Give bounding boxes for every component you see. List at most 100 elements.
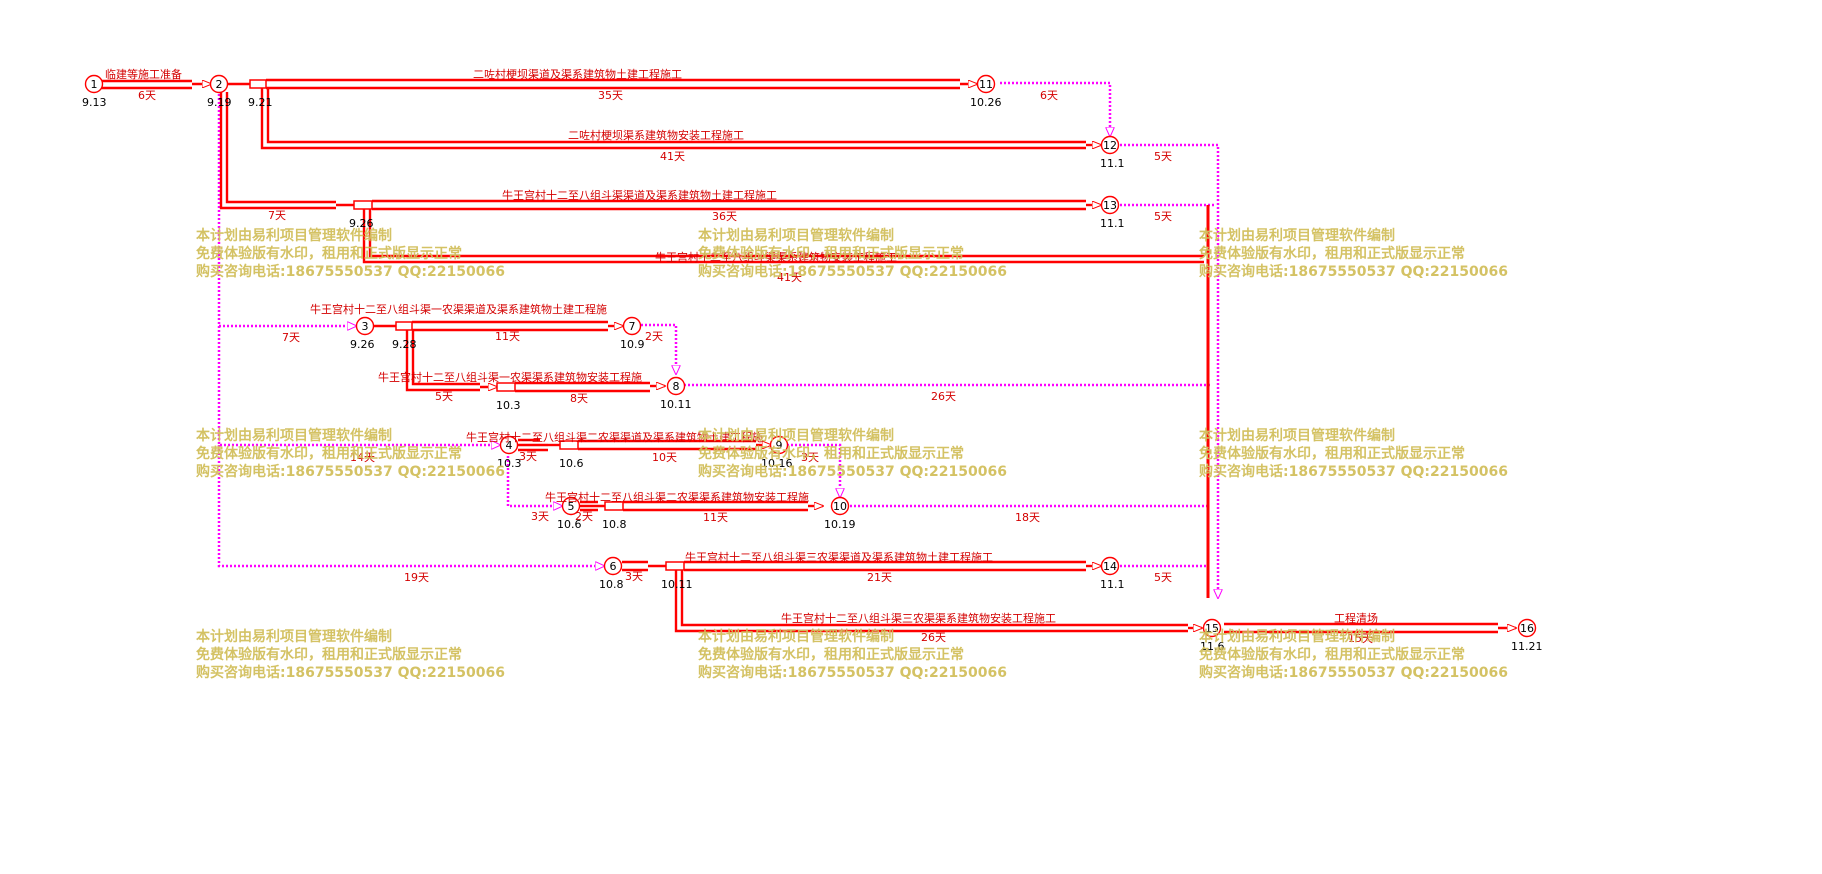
watermark-line1: 本计划由易利项目管理软件编制 bbox=[196, 628, 392, 645]
dummy-link-2-6 bbox=[217, 445, 604, 566]
labels: 临建等施工准备6天二咗村梗坝渠道及渠系建筑物土建工程施工35天二咗村梗坝渠系建筑… bbox=[105, 67, 1378, 645]
watermark-line2: 免费体验版有水印，租用和正式版显示正常 bbox=[698, 445, 964, 462]
watermark-line3: 购买咨询电话:18675550537 QQ:22150066 bbox=[698, 463, 1007, 480]
task-duration: 10天 bbox=[652, 451, 677, 464]
task-label-2-4: 14天 bbox=[350, 451, 375, 464]
watermark-line1: 本计划由易利项目管理软件编制 bbox=[698, 628, 894, 645]
watermark-block: 本计划由易利项目管理软件编制免费体验版有水印，租用和正式版显示正常购买咨询电话:… bbox=[1199, 628, 1508, 681]
watermark-line3: 购买咨询电话:18675550537 QQ:22150066 bbox=[698, 263, 1007, 280]
dummy-link-9-10 bbox=[787, 443, 840, 497]
node-n106[interactable]: 10.6 bbox=[559, 457, 584, 470]
task-label-n328-n103: 5天 bbox=[435, 390, 453, 403]
task-duration: 7天 bbox=[268, 209, 286, 222]
node-8[interactable]: 810.11 bbox=[660, 376, 692, 412]
watermark-block: 本计划由易利项目管理软件编制免费体验版有水印，租用和正式版显示正常购买咨询电话:… bbox=[196, 227, 505, 280]
watermark-line3: 购买咨询电话:18675550537 QQ:22150066 bbox=[196, 263, 505, 280]
task-name: 牛王宫村十二至八组斗渠渠道及渠系建筑物土建工程施工 bbox=[502, 188, 777, 202]
task-label-6-n1011: 3天 bbox=[625, 570, 643, 583]
task-label-2-n226: 7天 bbox=[268, 209, 286, 222]
task-duration: 3天 bbox=[801, 451, 819, 464]
node-n1011[interactable]: 10.11 bbox=[661, 578, 693, 591]
task-label-12-15: 5天 bbox=[1154, 150, 1172, 163]
node-n108[interactable]: 10.8 bbox=[602, 518, 627, 531]
watermark-line1: 本计划由易利项目管理软件编制 bbox=[196, 427, 392, 444]
task-duration: 8天 bbox=[570, 392, 588, 405]
watermark-line1: 本计划由易利项目管理软件编制 bbox=[698, 227, 894, 244]
node-date: 10.26 bbox=[970, 96, 1002, 109]
node-date: 9.28 bbox=[392, 338, 417, 351]
node-n328[interactable]: 9.28 bbox=[392, 338, 417, 351]
watermark-block: 本计划由易利项目管理软件编制免费体验版有水印，租用和正式版显示正常购买咨询电话:… bbox=[1199, 427, 1508, 480]
node-4[interactable]: 410.3 bbox=[497, 435, 522, 471]
task-duration: 5天 bbox=[1154, 150, 1172, 163]
watermark-block: 本计划由易利项目管理软件编制免费体验版有水印，租用和正式版显示正常购买咨询电话:… bbox=[698, 227, 1007, 280]
task-2-n226 bbox=[219, 92, 336, 210]
task-n226-13 bbox=[372, 199, 1086, 211]
watermark-line2: 免费体验版有水印，租用和正式版显示正常 bbox=[1199, 245, 1465, 262]
task-duration: 21天 bbox=[867, 571, 892, 584]
task-duration: 5天 bbox=[435, 390, 453, 403]
node-n221[interactable]: 9.21 bbox=[248, 96, 273, 109]
node-number: 6 bbox=[610, 560, 617, 573]
task-n103-8 bbox=[515, 381, 650, 393]
node-6[interactable]: 610.8 bbox=[599, 556, 624, 592]
task-label-14-15: 5天 bbox=[1154, 571, 1172, 584]
node-date: 11.1 bbox=[1100, 217, 1125, 230]
node-date: 10.9 bbox=[620, 338, 645, 351]
task-name: 二咗村梗坝渠系建筑物安装工程施工 bbox=[568, 128, 744, 142]
watermark-line2: 免费体验版有水印，租用和正式版显示正常 bbox=[698, 245, 964, 262]
dummy-link-11-12 bbox=[1000, 81, 1110, 136]
node-9[interactable]: 910.16 bbox=[761, 435, 793, 471]
node-1[interactable]: 19.13 bbox=[82, 74, 107, 110]
task-name: 牛王宫村十二至八组斗渠三农渠渠道及渠系建筑物土建工程施工 bbox=[685, 550, 993, 564]
node-number: 12 bbox=[1103, 139, 1117, 152]
task-label-2-3: 7天 bbox=[282, 331, 300, 344]
task-name: 牛王宫村十二至八组斗渠二农渠渠道及渠系建筑物土建工程施 bbox=[466, 430, 763, 444]
task-n328-7 bbox=[412, 320, 608, 332]
task-n221-11 bbox=[266, 78, 960, 90]
task-duration: 3天 bbox=[625, 570, 643, 583]
node-number: 7 bbox=[629, 320, 636, 333]
node-date: 10.3 bbox=[497, 457, 522, 470]
node-7[interactable]: 710.9 bbox=[620, 316, 645, 352]
task-duration: 11天 bbox=[495, 330, 520, 343]
node-n226[interactable]: 9.26 bbox=[349, 217, 374, 230]
watermark-line1: 本计划由易利项目管理软件编制 bbox=[1199, 227, 1395, 244]
task-label-10-15: 18天 bbox=[1015, 511, 1040, 524]
watermark-block: 本计划由易利项目管理软件编制免费体验版有水印，租用和正式版显示正常购买咨询电话:… bbox=[196, 628, 505, 681]
task-duration: 2天 bbox=[575, 510, 593, 523]
task-name: 牛王宫村十二至八组斗渠三农渠渠系建筑物安装工程施工 bbox=[781, 611, 1056, 625]
watermark-line3: 购买咨询电话:18675550537 QQ:22150066 bbox=[1199, 263, 1508, 280]
node-number: 10 bbox=[833, 500, 847, 513]
node-5[interactable]: 510.6 bbox=[557, 496, 582, 532]
node-3[interactable]: 39.26 bbox=[350, 316, 375, 352]
watermarks: 本计划由易利项目管理软件编制免费体验版有水印，租用和正式版显示正常购买咨询电话:… bbox=[196, 227, 1508, 681]
node-2[interactable]: 29.19 bbox=[207, 74, 232, 110]
task-label-5-n108: 2天 bbox=[575, 510, 593, 523]
watermark-line1: 本计划由易利项目管理软件编制 bbox=[1199, 628, 1395, 645]
watermark-line2: 免费体验版有水印，租用和正式版显示正常 bbox=[196, 646, 462, 663]
task-label-n226-15: 牛王宫村十二至八组斗渠渠系建筑物安装工程施工 41天 bbox=[655, 250, 897, 284]
node-date: 10.8 bbox=[599, 578, 624, 591]
task-duration: 41天 bbox=[777, 271, 802, 284]
watermark-line3: 购买咨询电话:18675550537 QQ:22150066 bbox=[1199, 463, 1508, 480]
task-duration: 14天 bbox=[350, 451, 375, 464]
dummy-link-4-5 bbox=[506, 452, 562, 506]
task-label-13-15: 5天 bbox=[1154, 210, 1172, 223]
task-duration: 15天 bbox=[1348, 632, 1373, 645]
task-label-4-n106: 3天 bbox=[519, 450, 537, 463]
task-name: 临建等施工准备 bbox=[105, 67, 182, 81]
node-number: 8 bbox=[673, 380, 680, 393]
node-n103[interactable]: 10.3 bbox=[496, 399, 521, 412]
task-name: 牛王宫村十二至八组斗渠渠系建筑物安装工程施工 bbox=[655, 250, 897, 264]
